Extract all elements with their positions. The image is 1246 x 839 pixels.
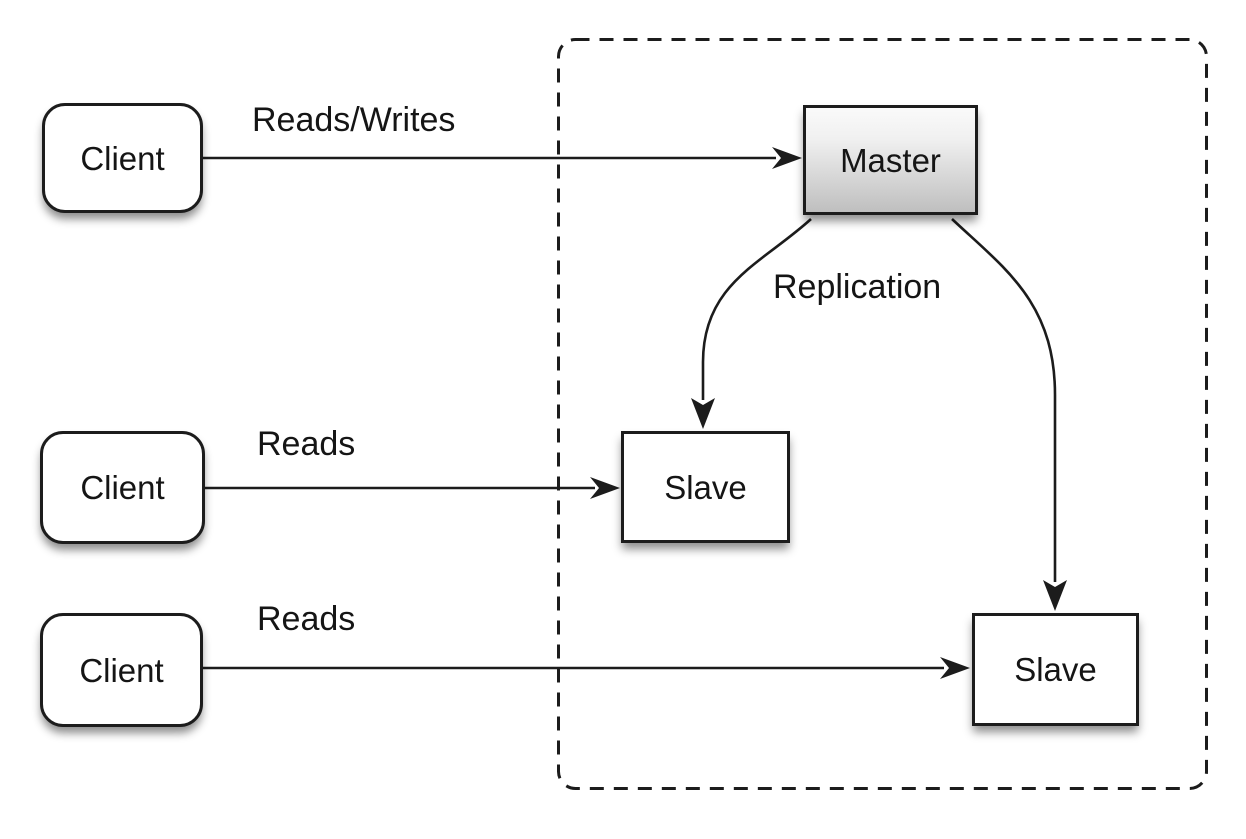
node-master-label: Master [840, 141, 941, 179]
edge-label-replication: Replication [773, 268, 942, 306]
node-client-1: Client [42, 103, 203, 213]
node-client-2: Client [40, 431, 205, 544]
node-slave-2-label: Slave [1014, 651, 1097, 688]
edge-label-reads-writes: Reads/Writes [252, 101, 456, 139]
edge-label-reads-2: Reads [257, 425, 356, 463]
edge-master-slave1-curve [701, 218, 812, 400]
node-client-2-label: Client [80, 469, 165, 506]
node-slave-1: Slave [621, 431, 790, 543]
edge-client1-master-arrowhead-icon [772, 147, 802, 169]
node-master: Master [803, 105, 978, 215]
edge-client3-slave2-arrowhead-icon [940, 657, 970, 679]
edge-master-slave2-arrowhead-icon [1043, 580, 1067, 611]
node-client-1-label: Client [80, 139, 165, 177]
node-slave-1-label: Slave [664, 468, 747, 506]
edge-master-slave1-arrowhead-icon [691, 398, 715, 429]
edge-master-slave2-curve [951, 218, 1057, 582]
edge-label-reads-3: Reads [257, 600, 356, 638]
node-client-3: Client [40, 613, 203, 727]
node-client-3-label: Client [79, 651, 164, 689]
node-slave-2: Slave [972, 613, 1139, 726]
edge-client2-slave1-arrowhead-icon [590, 477, 620, 499]
